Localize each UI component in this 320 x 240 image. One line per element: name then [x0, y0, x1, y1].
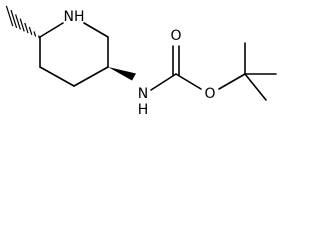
carbamate-n-bold-wedge [108, 67, 136, 81]
bond-ester-o-quat-c [218, 73, 246, 90]
bond-c5-c4 [39, 66, 75, 87]
bond-c2-n1 [83, 22, 109, 38]
bond-n1-c6 [39, 22, 64, 38]
carbamate-h-label: H [138, 102, 149, 118]
carbamate-n-label: N [138, 86, 148, 102]
ester-oxygen-label: O [204, 86, 215, 102]
ring-nh-label: NH [64, 9, 85, 25]
carbonyl-oxygen-label: O [170, 28, 181, 44]
bond-carbonyl-c-ester-o [175, 73, 202, 90]
bond-c4-c3 [73, 66, 109, 87]
piperidine-ring [39, 22, 109, 87]
bond-quat-c-methyl-bottom [244, 73, 267, 101]
chemical-structure: NH N H O O [5, 5, 277, 118]
bond-n-carbonyl-c [150, 73, 177, 91]
boc-group [150, 42, 277, 101]
methyl-hashed-wedge [5, 5, 40, 39]
